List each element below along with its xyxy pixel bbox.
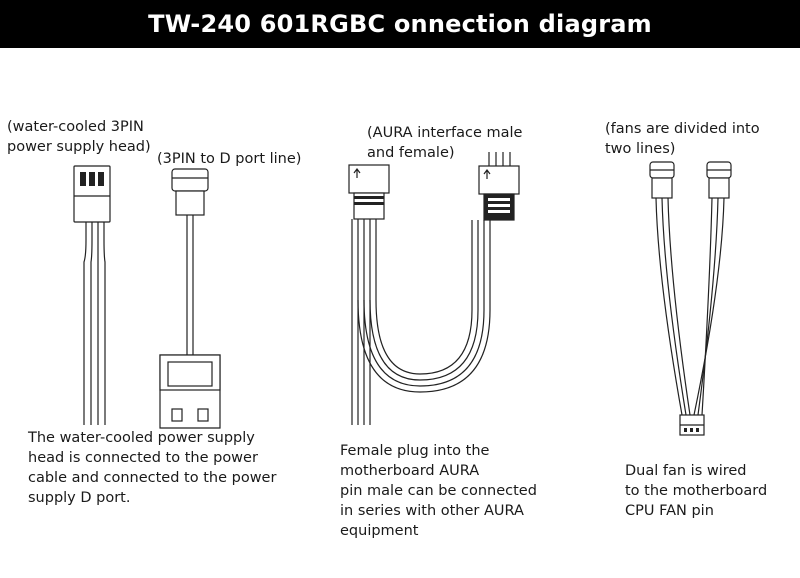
label-water-cooled: (water-cooled 3PIN power supply head) [7, 119, 151, 155]
fan-connector-left [649, 161, 675, 199]
label-d-port-line: (3PIN to D port line) [157, 151, 302, 167]
fan-connector-right [706, 161, 732, 199]
water-cooled-cable [83, 222, 106, 425]
aura-female-connector [348, 164, 390, 220]
label-aura: (AURA interface male and female) [367, 125, 523, 161]
3pin-female-connector [171, 168, 209, 216]
fan-splitter-cable [655, 197, 725, 416]
d-port-cable [186, 215, 194, 355]
aura-cable [351, 219, 491, 425]
fan-merged-plug [679, 414, 705, 436]
description-aura: Female plug into the motherboard AURA pi… [340, 443, 537, 539]
d-port-molex-connector [159, 354, 221, 429]
description-fan: Dual fan is wired to the motherboard CPU… [625, 463, 768, 519]
title-bar: TW-240 601RGBC onnection diagram [0, 0, 800, 48]
water-cooled-3pin-connector [73, 165, 111, 223]
aura-male-connector [478, 152, 520, 221]
diagram-title: TW-240 601RGBC onnection diagram [148, 10, 652, 38]
description-water-cooled: The water-cooled power supply head is co… [28, 430, 277, 506]
label-fans: (fans are divided into two lines) [605, 121, 760, 157]
